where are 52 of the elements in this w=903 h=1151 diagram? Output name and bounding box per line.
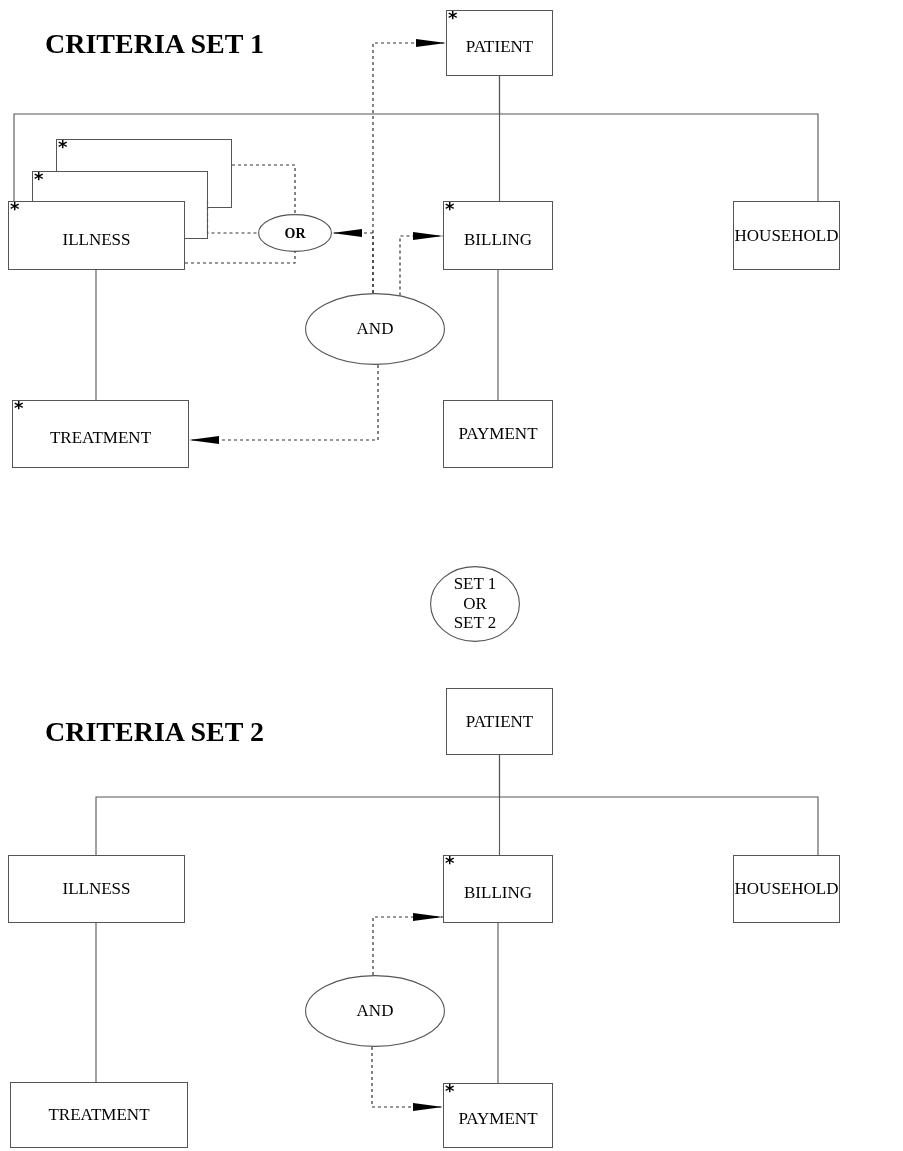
connector-line xyxy=(95,922,97,1083)
connector-line xyxy=(497,269,499,401)
arrow xyxy=(371,1046,444,1111)
operator-ellipse xyxy=(305,293,445,365)
connector-line xyxy=(497,922,499,1084)
asterisk-mark: * xyxy=(448,9,458,27)
entity-label: BILLING xyxy=(464,882,532,903)
entity-box xyxy=(10,1082,188,1148)
section-title: CRITERIA SET 1 xyxy=(45,28,264,60)
asterisk-mark: * xyxy=(34,170,44,188)
operator-label: AND xyxy=(356,1001,394,1021)
operator-label: AND xyxy=(356,319,394,339)
entity-box xyxy=(8,201,185,270)
entity-label: PATIENT xyxy=(465,36,534,57)
connector-line xyxy=(95,269,97,401)
connector-line xyxy=(231,164,296,215)
entity-box xyxy=(733,855,840,923)
operator-label: OR xyxy=(283,226,307,243)
entity-box xyxy=(446,10,553,76)
entity-box xyxy=(443,1083,553,1148)
entity-label: ILLNESS xyxy=(62,229,131,250)
entity-label: PATIENT xyxy=(465,711,534,732)
entity-label: PAYMENT xyxy=(458,1109,538,1130)
operator-ellipse xyxy=(305,975,445,1047)
entity-label: TREATMENT xyxy=(48,1105,150,1125)
operator-ellipse xyxy=(430,566,520,642)
entity-label: HOUSEHOLD xyxy=(734,225,839,246)
section-title: CRITERIA SET 2 xyxy=(45,716,264,748)
entity-label: BILLING xyxy=(464,229,532,250)
entity-label: ILLNESS xyxy=(62,879,131,899)
connector-line xyxy=(498,75,819,202)
arrow xyxy=(372,913,444,976)
operator-ellipse xyxy=(258,214,332,252)
asterisk-mark: * xyxy=(445,1082,455,1100)
asterisk-mark: * xyxy=(58,138,68,156)
entity-box xyxy=(443,855,553,923)
entity-label: HOUSEHOLD xyxy=(734,879,839,899)
connector-line xyxy=(498,754,819,856)
entity-box xyxy=(446,688,553,755)
entity-box xyxy=(443,201,553,270)
entity-label: TREATMENT xyxy=(49,427,151,448)
entity-label: PAYMENT xyxy=(458,424,538,444)
entity-box xyxy=(12,400,189,468)
asterisk-mark: * xyxy=(445,854,455,872)
entity-box xyxy=(8,855,185,923)
asterisk-mark: * xyxy=(445,200,455,218)
asterisk-mark: * xyxy=(14,399,24,417)
asterisk-mark: * xyxy=(10,200,20,218)
entity-box xyxy=(443,400,553,468)
operator-label: SET 1 OR SET 2 xyxy=(452,574,498,634)
arrow xyxy=(372,39,447,294)
entity-box xyxy=(733,201,840,270)
